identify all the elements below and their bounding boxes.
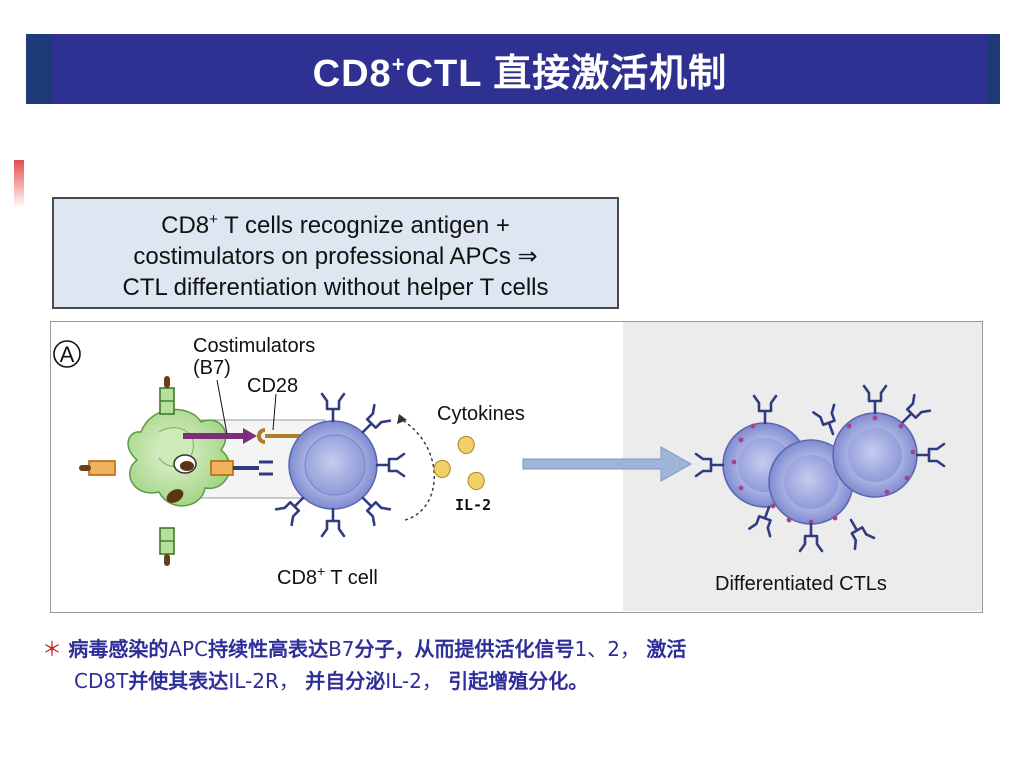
cd28-label-line bbox=[272, 393, 277, 431]
caption-line-3: CTL differentiation without helper T cel… bbox=[122, 273, 549, 301]
side-accent-mark bbox=[14, 160, 24, 208]
caption-line-1: CD8+ T cells recognize antigen + bbox=[161, 210, 510, 239]
il2-label: IL-2 bbox=[455, 496, 491, 514]
ctl-cell bbox=[832, 412, 918, 498]
cd28-label: CD28 bbox=[247, 375, 298, 397]
cd28-receptor bbox=[257, 428, 266, 444]
b7-label: (B7) bbox=[193, 357, 231, 379]
cytokine-loop bbox=[398, 417, 435, 521]
panel-label: A bbox=[60, 342, 75, 367]
cytokine-loop-arrow bbox=[397, 414, 407, 424]
figure-svg: A bbox=[53, 335, 946, 595]
cd8-t-cell-nucleus bbox=[304, 434, 366, 496]
cytokine-blobs bbox=[433, 436, 485, 490]
mhc-right bbox=[210, 460, 234, 476]
b7-arrowhead bbox=[243, 428, 257, 444]
differentiation-arrow bbox=[522, 446, 693, 482]
costimulators-label: Costimulators bbox=[193, 335, 315, 357]
panel-label-circle bbox=[53, 340, 81, 368]
apc-antigen bbox=[180, 461, 194, 471]
cytokines-label: Cytokines bbox=[437, 403, 525, 425]
slide-title: CD8+CTL 直接激活机制 bbox=[312, 51, 728, 95]
t-cell-label: CD8+ T cell bbox=[277, 563, 378, 589]
footnote: ＊ 病毒感染的APC持续性高表达B7分子，从而提供活化信号1、2， 激活 CD8… bbox=[42, 637, 687, 693]
differentiated-ctls bbox=[694, 384, 946, 553]
cytotoxic-granules bbox=[731, 415, 916, 525]
mhc-top bbox=[159, 375, 175, 415]
mhc-bottom bbox=[159, 527, 175, 567]
figure-panel: A bbox=[50, 321, 983, 613]
ctl-cell bbox=[768, 439, 854, 525]
b7-label-line bbox=[216, 379, 228, 435]
title-bar: CD8+CTL 直接激活机制 bbox=[52, 34, 988, 104]
ctls-label: Differentiated CTLs bbox=[715, 573, 887, 595]
caption-box: CD8+ T cells recognize antigen + costimu… bbox=[52, 197, 619, 309]
tcr-arms bbox=[259, 460, 273, 476]
caption-line-2: costimulators on professional APCs ⇒ bbox=[133, 242, 538, 270]
apc-antigen-2 bbox=[166, 489, 184, 503]
mhc-left bbox=[79, 460, 116, 476]
